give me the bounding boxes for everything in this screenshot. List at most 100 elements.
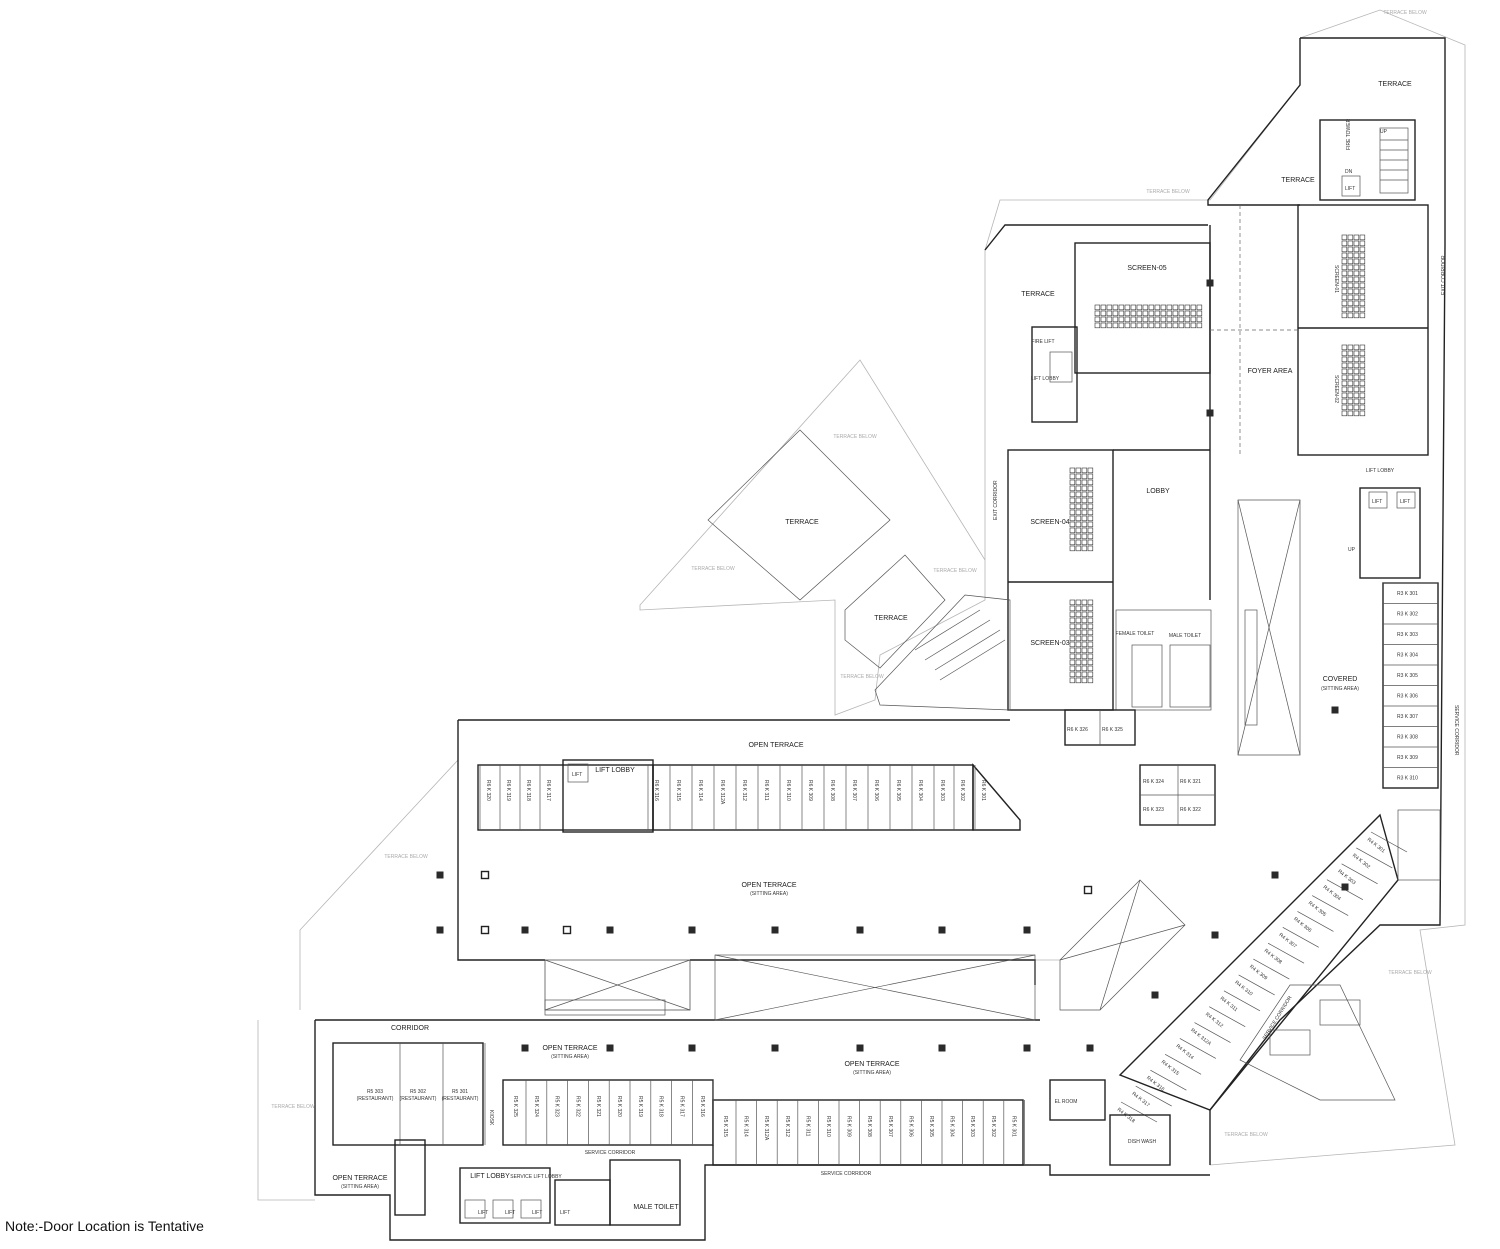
seat bbox=[1075, 467, 1082, 474]
seat bbox=[1075, 527, 1082, 534]
seat bbox=[1353, 306, 1360, 313]
label-lift-lobby-b: LIFT LOBBY bbox=[1366, 468, 1395, 474]
seat bbox=[1359, 282, 1366, 289]
kiosk-r6: R6 K 306 bbox=[873, 780, 879, 801]
label-service-corridor-b2: SERVICE CORRIDOR bbox=[821, 1171, 872, 1177]
label-covered: COVERED bbox=[1323, 676, 1358, 683]
seat bbox=[1347, 392, 1354, 399]
seat bbox=[1069, 665, 1076, 672]
seat bbox=[1069, 605, 1076, 612]
label-terrace-below-d: TERRACE BELOW bbox=[933, 568, 977, 574]
kiosk-r3: R3 K 310 bbox=[1397, 776, 1418, 782]
seat bbox=[1087, 611, 1094, 618]
kiosk-r5: R5 K 304 bbox=[949, 1116, 955, 1137]
seat bbox=[1341, 350, 1348, 357]
seat bbox=[1087, 623, 1094, 630]
kiosk-r4: R4 K 317 bbox=[1130, 1091, 1150, 1109]
seat bbox=[1106, 316, 1113, 323]
seat bbox=[1160, 322, 1167, 329]
seat bbox=[1087, 521, 1094, 528]
kiosk-r6-block: R6 K 325 bbox=[1102, 727, 1123, 733]
seat bbox=[1341, 404, 1348, 411]
seat bbox=[1347, 288, 1354, 295]
seat bbox=[1069, 647, 1076, 654]
label-service-lift-lobby: SERVICE LIFT LOBBY bbox=[510, 1174, 562, 1180]
kiosk-r5: R5 K 302 bbox=[990, 1116, 996, 1137]
label-service-corridor-right: SERVICE CORRIDOR bbox=[1453, 705, 1459, 756]
seat bbox=[1124, 316, 1131, 323]
seat bbox=[1347, 264, 1354, 271]
label-exit-corridor-right: EXIT CORRIDOR bbox=[1441, 255, 1447, 295]
kiosk-r4: R4 K 308 bbox=[1263, 948, 1283, 966]
column bbox=[1341, 883, 1349, 891]
label-open-terrace-b1: OPEN TERRACE bbox=[542, 1045, 597, 1052]
kiosk-r6: R6 K 316 bbox=[653, 780, 659, 801]
seat bbox=[1106, 322, 1113, 329]
seat bbox=[1347, 252, 1354, 259]
seat bbox=[1347, 374, 1354, 381]
seat bbox=[1075, 545, 1082, 552]
seat bbox=[1172, 322, 1179, 329]
seat bbox=[1353, 350, 1360, 357]
seat bbox=[1353, 410, 1360, 417]
seat bbox=[1069, 515, 1076, 522]
label-up-2: UP bbox=[1348, 547, 1356, 553]
restaurant-tag: (RESTAURANT) bbox=[400, 1096, 437, 1102]
seat bbox=[1069, 539, 1076, 546]
seat bbox=[1087, 665, 1094, 672]
seat bbox=[1166, 304, 1173, 311]
label-female-toilet: FEMALE TOILET bbox=[1116, 631, 1155, 637]
seat bbox=[1353, 368, 1360, 375]
seat bbox=[1347, 306, 1354, 313]
seat bbox=[1124, 304, 1131, 311]
seat bbox=[1359, 398, 1366, 405]
seat bbox=[1069, 641, 1076, 648]
seat bbox=[1166, 316, 1173, 323]
restaurant-unit: R5 301 bbox=[452, 1089, 468, 1095]
seat bbox=[1081, 671, 1088, 678]
seat bbox=[1347, 240, 1354, 247]
kiosk-r6: R6 K 305 bbox=[895, 780, 901, 801]
label-lift-d3: LIFT bbox=[532, 1210, 542, 1216]
seat bbox=[1347, 258, 1354, 265]
seat bbox=[1081, 629, 1088, 636]
kiosk-r5: R5 K 312A bbox=[763, 1116, 769, 1141]
seat bbox=[1100, 322, 1107, 329]
seat bbox=[1081, 617, 1088, 624]
label-lift-lobby-d: LIFT LOBBY bbox=[470, 1173, 510, 1180]
seat bbox=[1112, 310, 1119, 317]
cinema-seating bbox=[1069, 234, 1366, 684]
label-lift-d4: LIFT bbox=[560, 1210, 570, 1216]
kiosk-r5: R5 K 307 bbox=[887, 1116, 893, 1137]
seat bbox=[1353, 282, 1360, 289]
seat bbox=[1359, 380, 1366, 387]
column bbox=[856, 926, 864, 934]
seat bbox=[1081, 473, 1088, 480]
label-el-room: EL ROOM bbox=[1055, 1099, 1078, 1105]
label-terrace-top: TERRACE bbox=[1378, 81, 1412, 88]
label-screen-04: SCREEN-04 bbox=[1030, 519, 1069, 526]
label-foyer: FOYER AREA bbox=[1248, 368, 1293, 375]
seat bbox=[1075, 659, 1082, 666]
kiosk-r4: R4 K 306 bbox=[1292, 916, 1312, 934]
seat bbox=[1341, 288, 1348, 295]
seat bbox=[1353, 252, 1360, 259]
seat bbox=[1347, 276, 1354, 283]
kiosk-r5: R5 K 324 bbox=[533, 1096, 539, 1117]
seat bbox=[1136, 304, 1143, 311]
seat bbox=[1353, 240, 1360, 247]
seat bbox=[1081, 497, 1088, 504]
seat bbox=[1359, 362, 1366, 369]
seat bbox=[1087, 491, 1094, 498]
seat bbox=[1069, 653, 1076, 660]
seat bbox=[1160, 310, 1167, 317]
seat bbox=[1190, 316, 1197, 323]
seat bbox=[1359, 312, 1366, 319]
seat bbox=[1081, 467, 1088, 474]
seat bbox=[1190, 304, 1197, 311]
kiosk-r4: R4 K 316 bbox=[1145, 1075, 1165, 1093]
column bbox=[856, 1044, 864, 1052]
seat bbox=[1353, 344, 1360, 351]
